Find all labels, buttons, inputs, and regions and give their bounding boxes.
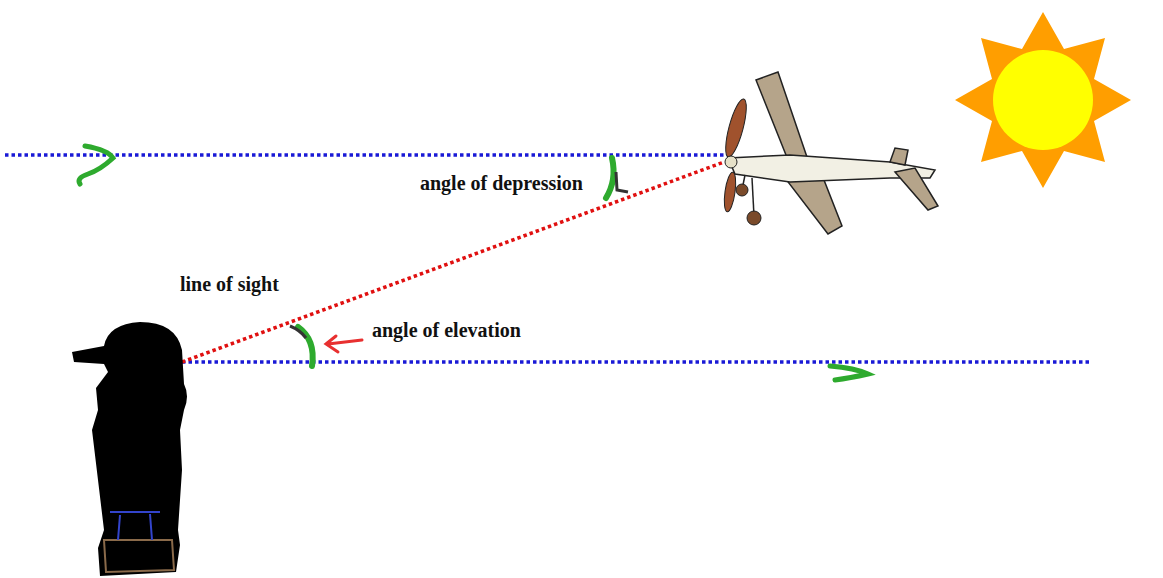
plane-stabilizer	[895, 168, 938, 210]
sun-disc	[993, 50, 1093, 150]
plane-spinner	[725, 156, 737, 168]
plane-propeller	[721, 97, 750, 159]
leg-detail	[110, 512, 160, 540]
elevation-mark	[290, 326, 306, 338]
angle-label: angle of depression	[420, 171, 583, 195]
sun-rays	[955, 12, 1131, 188]
plane-fin	[890, 148, 908, 165]
plane-wing	[756, 72, 842, 234]
line-label: line of sight	[180, 272, 279, 296]
plane-wheel	[747, 211, 761, 225]
plane-propeller	[722, 171, 737, 212]
boot-detail	[104, 540, 174, 572]
line-of-sight	[182, 162, 724, 362]
plane-wheel	[736, 184, 748, 196]
person-silhouette	[72, 322, 187, 576]
horizontal-line-bottom	[182, 360, 1090, 364]
model-plane	[721, 72, 938, 234]
plane-strut	[752, 178, 754, 216]
parallel-mark	[79, 146, 113, 184]
angle-label: angle of elevation	[372, 318, 521, 342]
parallel-mark	[830, 366, 868, 380]
depression-arc	[606, 158, 614, 198]
pointer-arrow	[326, 336, 362, 352]
depression-mark	[616, 172, 628, 192]
